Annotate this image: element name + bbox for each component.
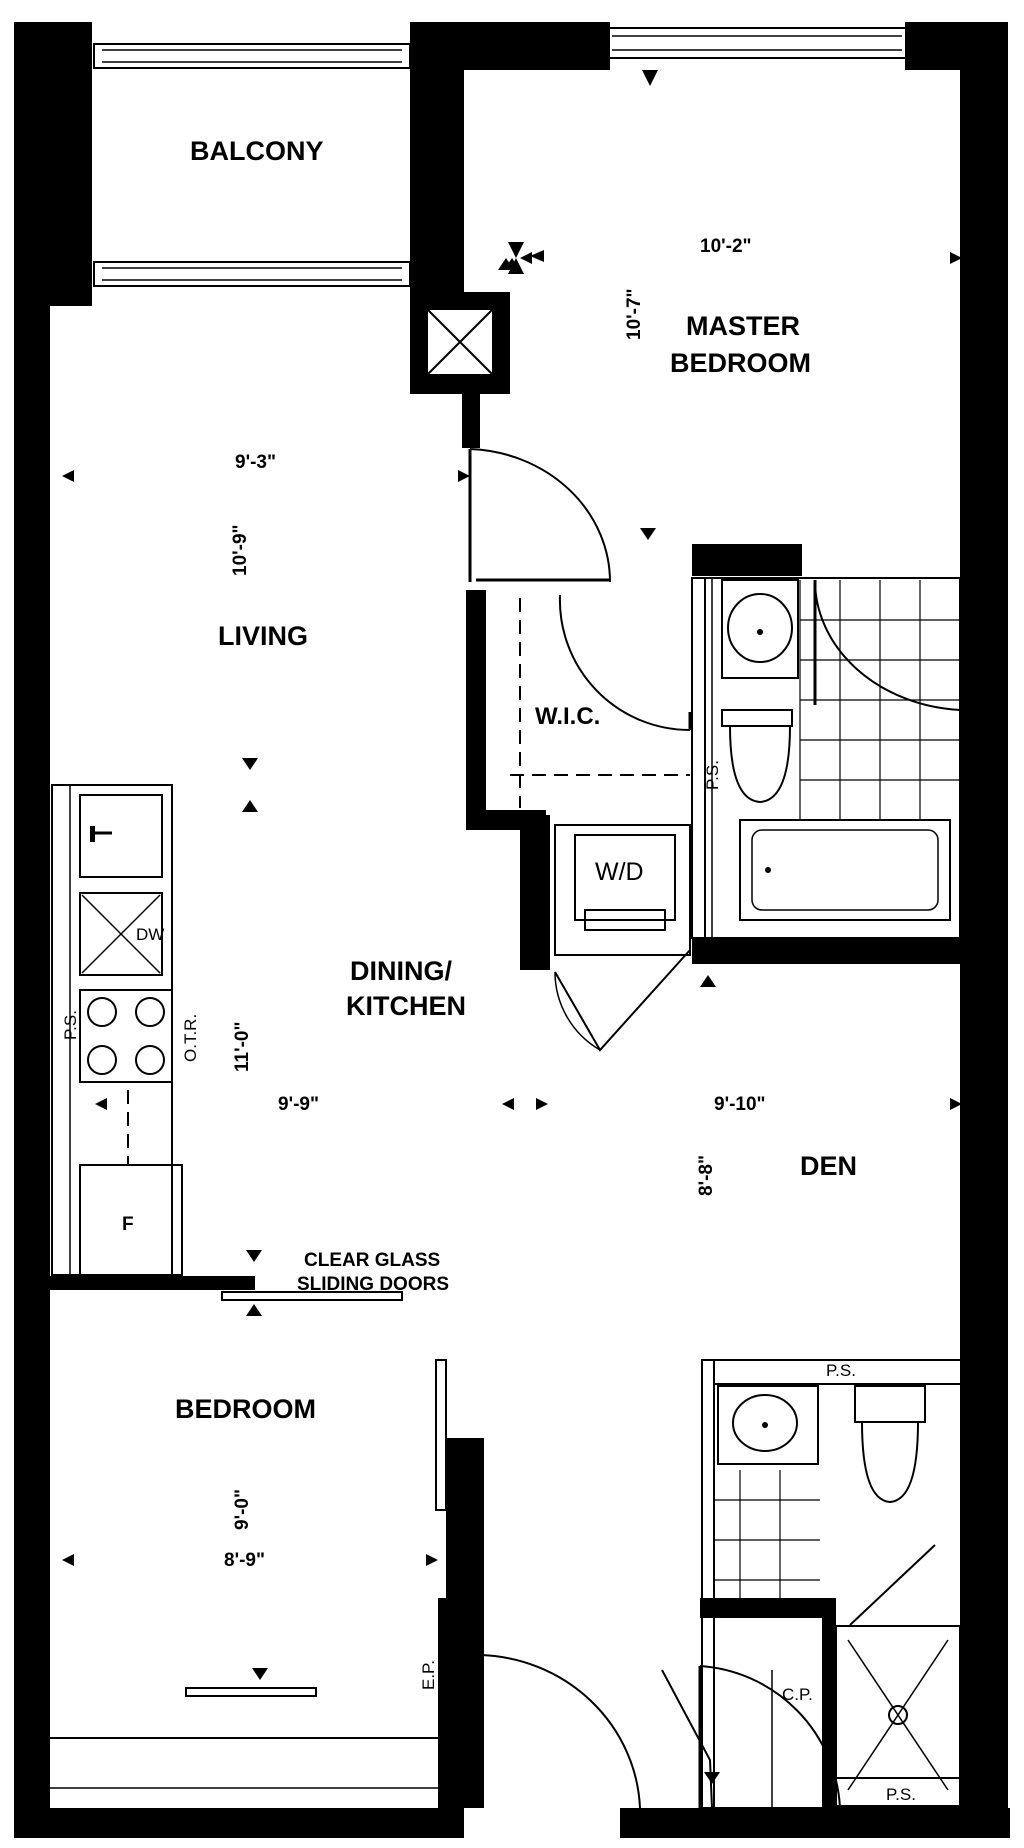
living-label: LIVING xyxy=(218,621,308,651)
ps-bath-bottom: P.S. xyxy=(886,1785,916,1804)
cp-label: C.P. xyxy=(782,1685,813,1704)
den-width: 9'-10" xyxy=(714,1094,766,1115)
living-width: 9'-3" xyxy=(235,452,276,473)
dimension-labels: 10'-2" 10'-7" 9'-3" 10'-9" 9'-9" 11'-0" … xyxy=(224,236,766,1571)
dining-depth: 11'-0" xyxy=(232,1021,253,1072)
bedroom-label: BEDROOM xyxy=(175,1394,316,1424)
balcony: BALCONY xyxy=(93,43,411,287)
washer-dryer: W/D xyxy=(554,824,691,956)
den-label: DEN xyxy=(800,1151,857,1181)
den-depth: 8'-8" xyxy=(696,1155,717,1196)
master-bedroom-label-2: BEDROOM xyxy=(670,348,811,378)
room-labels: MASTER BEDROOM LIVING DINING/ KITCHEN DE… xyxy=(175,311,857,1424)
bedroom-depth: 9'-0" xyxy=(232,1489,253,1530)
clear-glass-label-1: CLEAR GLASS xyxy=(304,1250,440,1271)
interior-walls xyxy=(50,544,972,1808)
notes: CLEAR GLASS SLIDING DOORS xyxy=(297,1250,449,1295)
doors xyxy=(221,448,961,1809)
clear-glass-label-2: SLIDING DOORS xyxy=(297,1274,449,1295)
wd-label: W/D xyxy=(595,858,644,886)
dining-label-2: KITCHEN xyxy=(346,991,466,1021)
master-width: 10'-2" xyxy=(700,236,752,257)
ps-bath-top: P.S. xyxy=(826,1361,856,1380)
bedroom-width: 8'-9" xyxy=(224,1550,265,1571)
living-depth: 10'-9" xyxy=(230,524,251,576)
wic-shelving: W.I.C. xyxy=(510,598,690,808)
master-window xyxy=(607,27,907,59)
otr-label: O.T.R. xyxy=(181,1014,200,1062)
ps-master-bath: P.S. xyxy=(703,760,722,790)
dining-label-1: DINING/ xyxy=(350,956,453,986)
fridge-label: F xyxy=(122,1214,134,1235)
ep-label: E.P. xyxy=(419,1660,438,1690)
master-bath: P.S. xyxy=(691,577,961,939)
balcony-label: BALCONY xyxy=(190,136,324,166)
wic-label: W.I.C. xyxy=(535,703,600,730)
master-depth: 10'-7" xyxy=(624,288,645,340)
bedroom-window: E.P. xyxy=(50,1660,438,1789)
master-bedroom-label-1: MASTER xyxy=(686,311,800,341)
kitchen: DW P.S. O.T.R. F xyxy=(51,784,200,1276)
ps-kitchen: P.S. xyxy=(61,1010,80,1040)
dimension-markers xyxy=(62,70,962,1784)
exterior-walls xyxy=(14,22,1010,1838)
den-bath: P.S. P.S. C.P. xyxy=(701,1359,965,1809)
dining-width: 9'-9" xyxy=(278,1094,319,1115)
shaft-column xyxy=(410,292,510,448)
dw-label: DW xyxy=(136,925,164,944)
